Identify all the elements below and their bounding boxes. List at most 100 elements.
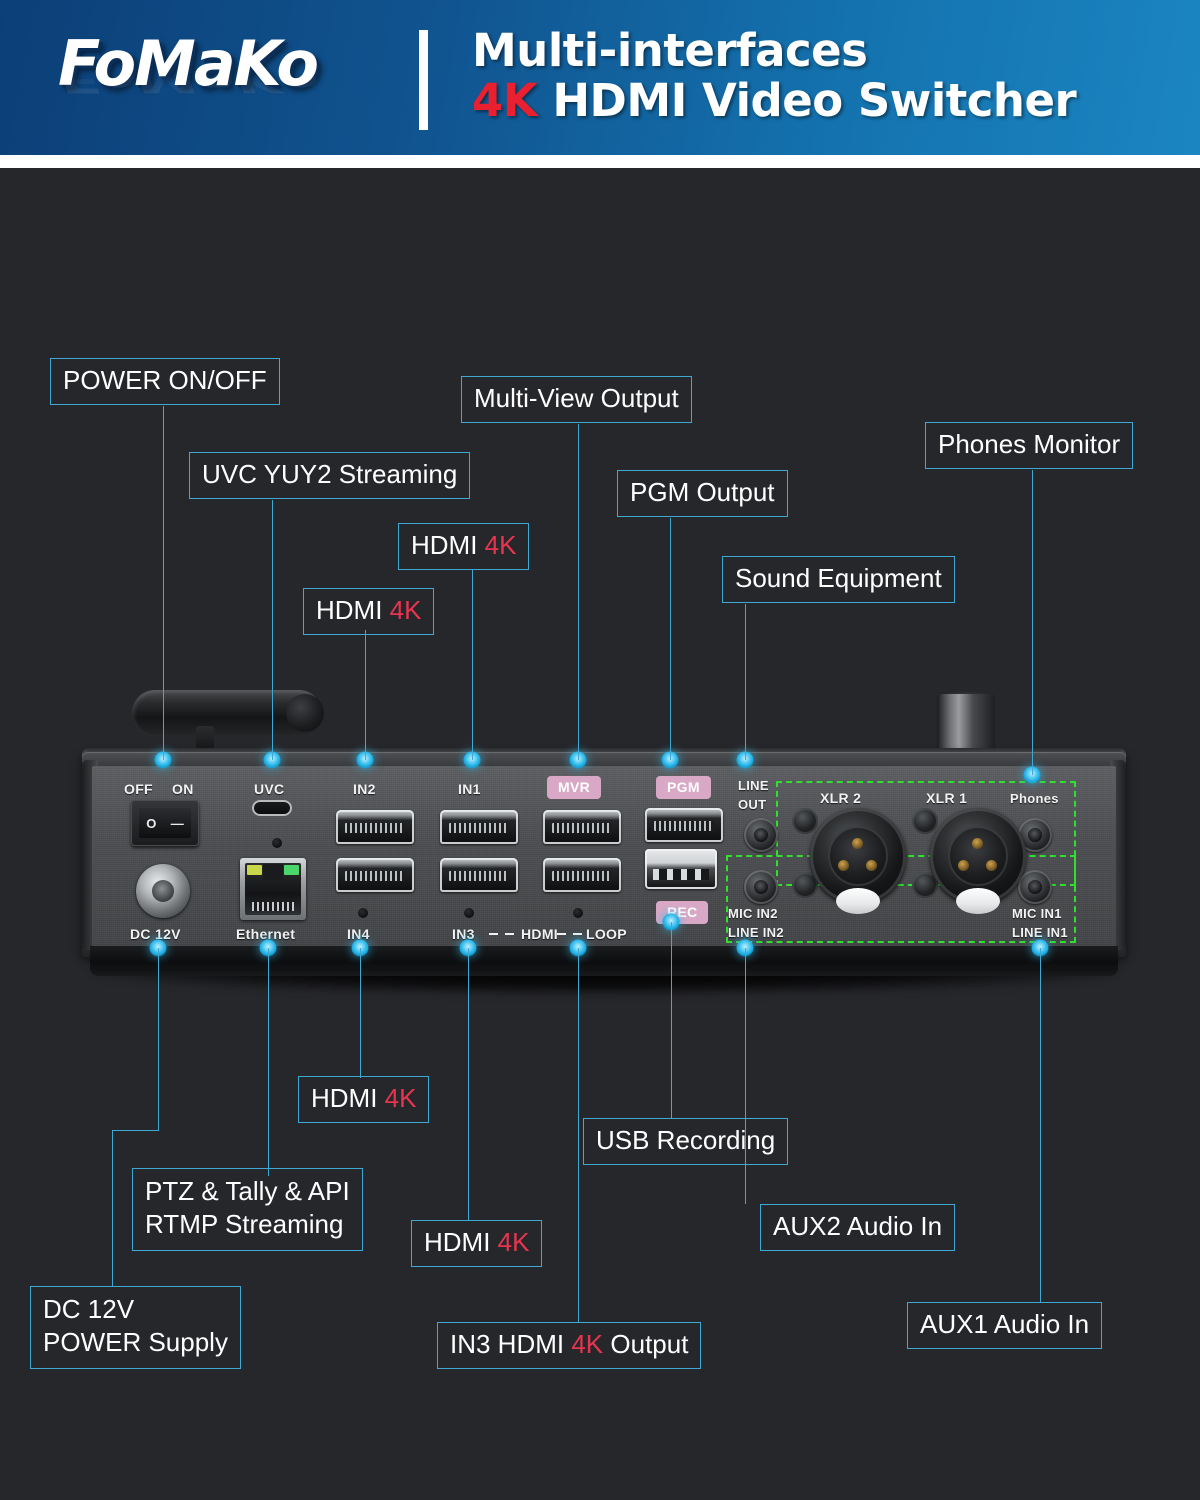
- label-xlr1: XLR 1: [926, 790, 968, 806]
- callout-hdmi-in1-4k: 4K: [484, 530, 517, 560]
- hdmi-port-in1[interactable]: [440, 810, 518, 844]
- rj45-pins: [252, 902, 294, 911]
- antenna-hinge: [196, 726, 214, 750]
- xlr1-pin-2: [986, 860, 997, 871]
- ethernet-rj45-port[interactable]: [240, 858, 306, 920]
- leader-phones: [1032, 470, 1033, 775]
- label-in1: IN1: [458, 781, 481, 797]
- callout-in3-hdmi-output[interactable]: IN3 HDMI 4K Output: [437, 1322, 702, 1370]
- label-mic-in1: MIC IN1: [1012, 906, 1062, 921]
- anchor-dot-uvc: [263, 751, 281, 769]
- label-dc12v: DC 12V: [130, 926, 181, 942]
- leader-loop-v1: [578, 948, 579, 1132]
- leader-aux1: [1040, 948, 1041, 1302]
- header-titles: Multi-interfaces 4K HDMI Video Switcher: [472, 25, 1172, 128]
- xlr2-screw-top: [792, 808, 818, 834]
- device-base: [90, 946, 1118, 976]
- label-hdmi-loop: HDMI: [521, 926, 558, 942]
- callout-in3-4k: 4K: [571, 1329, 604, 1359]
- callout-power-onoff[interactable]: POWER ON/OFF: [50, 358, 280, 406]
- callout-ptz-line1: PTZ & Tally & API: [145, 1176, 350, 1206]
- usb-c-uvc-port[interactable]: [252, 800, 292, 816]
- xlr1-combo-jack[interactable]: [930, 808, 1026, 914]
- callout-pgm-output[interactable]: PGM Output: [617, 470, 788, 518]
- hdmi-port-in2[interactable]: [336, 810, 414, 844]
- callout-usb-recording[interactable]: USB Recording: [583, 1118, 789, 1166]
- callout-ptz-tally-api[interactable]: PTZ & Tally & API RTMP Streaming: [132, 1168, 363, 1251]
- xlr1-screw-top: [912, 808, 938, 834]
- callout-in3-post: Output: [603, 1329, 689, 1359]
- label-in3: IN3: [452, 926, 475, 942]
- leader-mvr: [578, 424, 579, 760]
- header-separator: [0, 155, 1200, 168]
- label-line-in1: LINE IN1: [1012, 925, 1068, 940]
- leader-power: [163, 406, 164, 760]
- callout-in3-pre: IN3 HDMI: [450, 1329, 572, 1359]
- callout-dc-power-supply[interactable]: DC 12V POWER Supply: [30, 1286, 241, 1369]
- callout-hdmi-in2[interactable]: HDMI 4K: [303, 588, 435, 636]
- label-mvr-badge: MVR: [547, 776, 602, 799]
- power-rocker-switch[interactable]: O —: [131, 800, 199, 846]
- label-mic-in2: MIC IN2: [728, 906, 778, 921]
- line-out-jack[interactable]: [744, 818, 778, 852]
- label-line-in2: LINE IN2: [728, 925, 784, 940]
- header-4k-accent: 4K: [472, 74, 538, 128]
- leader-dc-h: [112, 1130, 159, 1131]
- panel-screw-hole-2: [358, 908, 368, 918]
- brand-logo: FoMaKo FoMaKo: [58, 33, 388, 133]
- callout-uvc-streaming[interactable]: UVC YUY2 Streaming: [189, 452, 471, 500]
- dc-power-jack[interactable]: [136, 864, 190, 918]
- anchor-dot-phones: [1023, 766, 1041, 784]
- callout-hdmi-in2-text: HDMI: [316, 595, 390, 625]
- hdmi-port-in3[interactable]: [440, 858, 518, 892]
- anchor-dot-mvr: [569, 751, 587, 769]
- callout-hdmi-in4-4k: 4K: [384, 1083, 417, 1113]
- xlr1-latch[interactable]: [956, 888, 1000, 914]
- mic-line-in2-jack[interactable]: [744, 870, 778, 904]
- label-line-out-2: OUT: [738, 797, 767, 812]
- callout-phones-monitor[interactable]: Phones Monitor: [925, 422, 1134, 470]
- leader-dc-v2: [112, 1130, 113, 1286]
- callout-hdmi-in1[interactable]: HDMI 4K: [398, 523, 530, 571]
- leader-in4: [360, 948, 361, 1078]
- xlr1-pin-3: [972, 838, 983, 849]
- leader-rec: [671, 922, 672, 1118]
- xlr2-combo-jack[interactable]: [810, 808, 906, 914]
- usb-a-rec-port[interactable]: [645, 849, 717, 889]
- label-pgm-badge: PGM: [656, 776, 711, 799]
- callout-hdmi-in3[interactable]: HDMI 4K: [411, 1220, 543, 1268]
- callout-aux1-audio-in[interactable]: AUX1 Audio In: [907, 1302, 1103, 1350]
- anchor-dot-in1: [463, 751, 481, 769]
- label-off: OFF: [124, 781, 153, 797]
- callout-hdmi-in4[interactable]: HDMI 4K: [298, 1076, 430, 1124]
- callout-hdmi-in3-4k: 4K: [497, 1227, 530, 1257]
- label-in4: IN4: [347, 926, 370, 942]
- panel-screw-hole-3: [464, 908, 474, 918]
- header-title-rest: HDMI Video Switcher: [537, 74, 1077, 128]
- rj45-tab: [263, 864, 283, 880]
- label-uvc: UVC: [254, 781, 285, 797]
- hdmi-port-mvr[interactable]: [543, 810, 621, 844]
- label-in2: IN2: [353, 781, 376, 797]
- callout-hdmi-in2-4k: 4K: [389, 595, 422, 625]
- hdmi-port-loop[interactable]: [543, 858, 621, 892]
- anchor-dot-in2: [356, 751, 374, 769]
- brand-name: FoMaKo: [58, 27, 319, 100]
- callout-sound-equipment[interactable]: Sound Equipment: [722, 556, 955, 604]
- xlr1-inner: [948, 826, 1008, 886]
- xlr1-pin-1: [958, 860, 969, 871]
- callout-multiview-output[interactable]: Multi-View Output: [461, 376, 692, 424]
- rocker-off-symbol: O: [146, 815, 157, 831]
- hdmi-port-pgm[interactable]: [645, 808, 723, 842]
- hdmi-port-in4[interactable]: [336, 858, 414, 892]
- panel-screw-hole-4: [573, 908, 583, 918]
- callout-aux2-audio-in[interactable]: AUX2 Audio In: [760, 1204, 956, 1252]
- leader-aux2: [745, 948, 746, 1204]
- label-dash-right: [557, 933, 583, 935]
- anchor-dot-sound: [736, 751, 754, 769]
- mic-line-in1-jack[interactable]: [1018, 870, 1052, 904]
- xlr2-latch[interactable]: [836, 888, 880, 914]
- rj45-led-right: [284, 865, 299, 875]
- xlr2-pin-3: [852, 838, 863, 849]
- rj45-inner: [245, 863, 301, 915]
